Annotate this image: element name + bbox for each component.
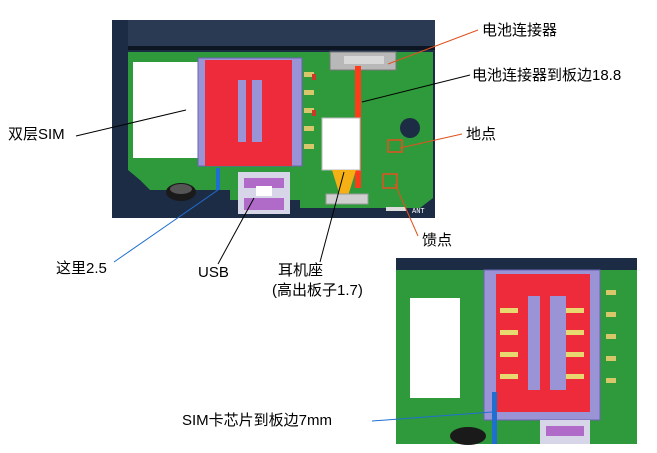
here-line (113, 189, 219, 263)
headphone-line (319, 171, 345, 263)
sim-contacts (304, 72, 314, 149)
top-pcb-image: ANT (112, 20, 435, 218)
ground-point-marker (387, 139, 403, 153)
usb-line (217, 197, 255, 265)
battery-connector-line (387, 29, 479, 65)
battery-edge-line (361, 74, 471, 103)
dual-sim-line (75, 109, 187, 137)
label-dual-sim: 双层SIM (8, 126, 65, 143)
label-battery-connector: 电池连接器 (482, 22, 558, 39)
bottom-sim-red-card (496, 274, 590, 412)
bottom-blue-marker (492, 392, 497, 444)
headphone-jack-block (321, 117, 361, 171)
ground-hole (400, 118, 420, 138)
sim-red-card (205, 60, 292, 166)
feed-point-line (394, 183, 419, 237)
label-headphone-line1: 耳机座 (278, 262, 324, 279)
top-board-housing (128, 20, 435, 48)
sim-white-area (133, 62, 206, 158)
blue-marker (216, 168, 220, 190)
label-ground-point: 地点 (466, 126, 497, 143)
label-here: 这里2.5 (56, 260, 107, 277)
label-usb: USB (198, 264, 229, 281)
label-sim-chip-to-edge: SIM卡芯片到板边7mm (182, 412, 333, 429)
label-headphone-line2: (高出板子1.7) (272, 282, 363, 299)
feed-point-marker (382, 173, 398, 189)
ground-point-line (399, 133, 463, 149)
label-battery-to-edge: 电池连接器到板边18.8 (472, 67, 622, 84)
headphone-tip (332, 170, 356, 196)
bottom-pcb-image (396, 258, 637, 445)
label-feed-point: 馈点 (422, 232, 453, 249)
ant-label: ANT (412, 208, 425, 216)
annotation-lines (75, 29, 493, 422)
sim-chip-edge-line (371, 411, 493, 422)
